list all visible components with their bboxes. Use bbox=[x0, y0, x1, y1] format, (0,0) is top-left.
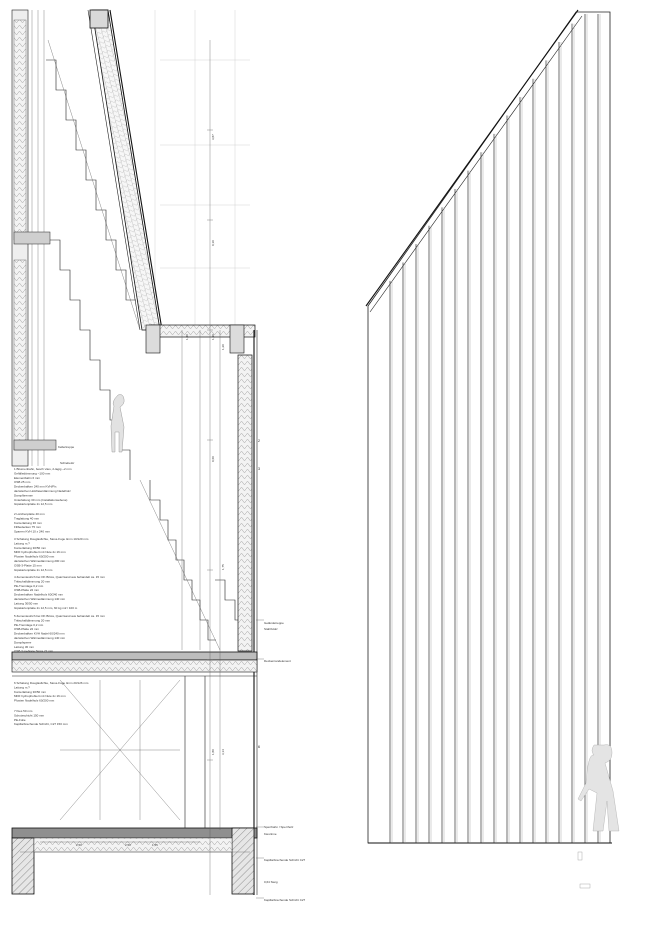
dim-lower-2: 3,14 bbox=[221, 749, 225, 755]
note-ground-floor-line: Deckenbalken KVH Nadel 60/240 mm bbox=[14, 632, 65, 636]
upper-floor bbox=[145, 324, 256, 354]
note-wall-line: Traglattung 40 mm bbox=[14, 516, 40, 520]
note-floor-line: Gipskartonplatte 2x 12,5 mm, 60 kg m2 / … bbox=[14, 606, 78, 610]
roof-assembly bbox=[87, 9, 163, 331]
note-floor-line: PE-Trennlage 0,2 mm bbox=[14, 584, 44, 588]
note-floor-line: 4 Zementestrich bei OK Brüss, Quarzsand … bbox=[14, 575, 105, 579]
dim-base-2: 2,50 bbox=[125, 843, 131, 847]
small-marker-1 bbox=[577, 851, 583, 861]
note-slab-line: Kapillarbrechende Schicht, C27 150 mm bbox=[14, 722, 68, 726]
dim-base-1: 2,50 bbox=[76, 843, 82, 847]
note-facade-line: OSB-3-Platte 15 mm bbox=[14, 563, 42, 567]
note-facade-line: MDF hydrophobiert mit Nute 2x 16 mm bbox=[14, 550, 66, 554]
section-notes: 1 Bitumenbahn, besch vlies, 2-lagig ~2 m… bbox=[14, 467, 105, 726]
stair-lower bbox=[139, 479, 246, 651]
dim-lower-1: 1,80 bbox=[211, 749, 215, 755]
note-facade-line: Konterlattung 30/50 mm bbox=[14, 546, 47, 550]
note-facade-line: 3 Schalung Douglasfichte, Stoss-Fuge 4mm… bbox=[14, 537, 89, 541]
note-wall-line: 2 Lärchenplatte 40 mm bbox=[14, 512, 45, 516]
dim-middle-1: 1,30 bbox=[211, 334, 215, 340]
note-roof-line: Unterlattung 30 mm (Installationsebene) bbox=[14, 498, 67, 502]
dim-middle-4: 1,75 bbox=[221, 564, 225, 570]
dimension-labels: 3,87 0,10 1,80 1,30 1,20 0,60 1,75 1,80 … bbox=[76, 134, 225, 847]
note-slab-line: PE-Folie bbox=[14, 718, 26, 722]
callout-base-3: Kapillarbrechende Schicht C27 bbox=[264, 898, 306, 902]
callout-stair: Kellertreppe bbox=[58, 445, 75, 449]
note-floor-line: Trittschalldämmung 20 mm bbox=[14, 579, 51, 583]
note-wall-line: Sparren KVH 10 x 240 mm bbox=[14, 530, 50, 534]
small-marker-2 bbox=[579, 883, 591, 889]
note-lower-facade-line: Pfosten Nadelholz 60/200 mm bbox=[14, 699, 55, 703]
foundation bbox=[11, 827, 258, 895]
note-slab-line: Schutzschicht 150 mm bbox=[14, 713, 45, 717]
note-floor-line: dazwischen Wärmedämmung 140 mm bbox=[14, 597, 66, 601]
dim-base-3: 1,55 bbox=[152, 843, 158, 847]
callout-stair-right-1: Geländetreppe bbox=[264, 621, 284, 625]
intermediate-floor bbox=[11, 651, 258, 677]
note-facade-line: Pfosten Nadelholz 60/200 mm bbox=[14, 555, 55, 559]
note-floor-line: Lattung 30/50 mm bbox=[14, 601, 39, 605]
note-roof-line: Gipskartonplatte 2x 12,5 mm bbox=[14, 502, 53, 506]
note-floor-line: OSB-Platte 22 mm bbox=[14, 588, 40, 592]
note-ground-floor-line: Lattung 30 mm bbox=[14, 645, 35, 649]
note-ground-floor-line: Dampfsperre bbox=[14, 640, 32, 644]
dim-upper-1: 3,87 bbox=[211, 134, 215, 140]
layer-marker-6: 6 bbox=[258, 745, 260, 749]
note-ground-floor-line: dazwischen Wärmedämmung 140 mm bbox=[14, 636, 66, 640]
exterior-wall bbox=[181, 330, 258, 895]
note-roof-line: Elementbahn 6 mm bbox=[14, 476, 41, 480]
elevation-view bbox=[365, 9, 620, 889]
note-ground-floor-line: Trittschalldämmung 20 mm bbox=[14, 618, 51, 622]
dim-middle-3: 0,60 bbox=[211, 456, 215, 462]
note-roof-line: dazwischen Holzfaserdämmung Nadelholz bbox=[14, 489, 71, 493]
note-roof-line: Deckenbalken 240 mm KVH/Fix bbox=[14, 485, 57, 489]
callout-plinth-2: Kiesrinne bbox=[264, 832, 277, 836]
layer-markers: 2 3 6 bbox=[258, 439, 260, 749]
cladding-boards bbox=[389, 14, 601, 843]
note-roof-line: 1 Bitumenbahn, besch vlies, 2-lagig ~2 m… bbox=[14, 467, 72, 471]
callout-stair-right-2: Stahl/Holz bbox=[264, 627, 278, 631]
note-facade-line: Gipskartonplatte 2x 12,5 mm bbox=[14, 568, 53, 572]
layer-marker-2: 2 bbox=[258, 439, 260, 443]
callouts: Kellertreppe Schiebetür Geländetreppe St… bbox=[58, 445, 306, 902]
note-ground-floor-line: 5 Zementestrich bei OK Brüss, Quarzsand … bbox=[14, 614, 105, 618]
callout-base-1: Kapillarbrechende Schicht C27 bbox=[264, 858, 306, 862]
dim-upper-2: 0,10 bbox=[211, 240, 215, 246]
dim-middle-2: 1,20 bbox=[221, 344, 225, 350]
note-facade-line: Lattung m.? bbox=[14, 541, 30, 545]
section-detail bbox=[11, 9, 258, 895]
human-figure-stair bbox=[110, 394, 125, 453]
dimension-chain bbox=[40, 40, 221, 895]
note-roof-line: Gefälledämmung ~100 mm bbox=[14, 471, 51, 475]
note-lower-facade-line: Lattung m.? bbox=[14, 685, 30, 689]
note-slab-line: 7 Kies 50 mm bbox=[14, 709, 33, 713]
note-ground-floor-line: OSB-Platte 22 mm bbox=[14, 627, 40, 631]
note-facade-line: dazwischen Wärmedämmung 200 mm bbox=[14, 559, 66, 563]
callout-plinth-1: Sperrbahn / Sperrholz bbox=[264, 825, 294, 829]
elevation-gable bbox=[367, 11, 611, 844]
callout-sliding: Schiebetür bbox=[60, 461, 74, 465]
note-floor-line: Deckenbalken Nadelholz 60/240 mm bbox=[14, 593, 64, 597]
note-ground-floor-line: PE-Trennlage 0,2 mm bbox=[14, 623, 44, 627]
note-ground-floor-line: OSB 3 mehrere Stoss 22 mm bbox=[14, 649, 54, 653]
callout-base-2: 0,64 Steig bbox=[264, 880, 278, 884]
note-lower-facade-line: Konterlattung 30/50 mm bbox=[14, 690, 47, 694]
note-lower-facade-line: MDF hydrophobiert mit Nute 2x 16 mm bbox=[14, 694, 66, 698]
note-lower-facade-line: 6 Schalung Douglasfichte, Stoss-Fuge 4mm… bbox=[14, 681, 89, 685]
layer-marker-3: 3 bbox=[258, 467, 260, 471]
human-figure-elevation bbox=[577, 744, 620, 832]
background-grid bbox=[154, 10, 250, 330]
note-roof-line: OSB 25 mm bbox=[14, 480, 31, 484]
callout-level-line: Deckenrandelement bbox=[264, 659, 291, 663]
note-roof-line: Dampfbremse bbox=[14, 493, 33, 497]
note-wall-line: Fillbedecken 75 mm bbox=[14, 525, 41, 529]
lower-framing bbox=[59, 676, 206, 830]
upper-wall bbox=[11, 9, 57, 467]
dim-upper-3: 1,80 bbox=[185, 334, 189, 340]
note-wall-line: Konterlattung 30 mm bbox=[14, 521, 42, 525]
